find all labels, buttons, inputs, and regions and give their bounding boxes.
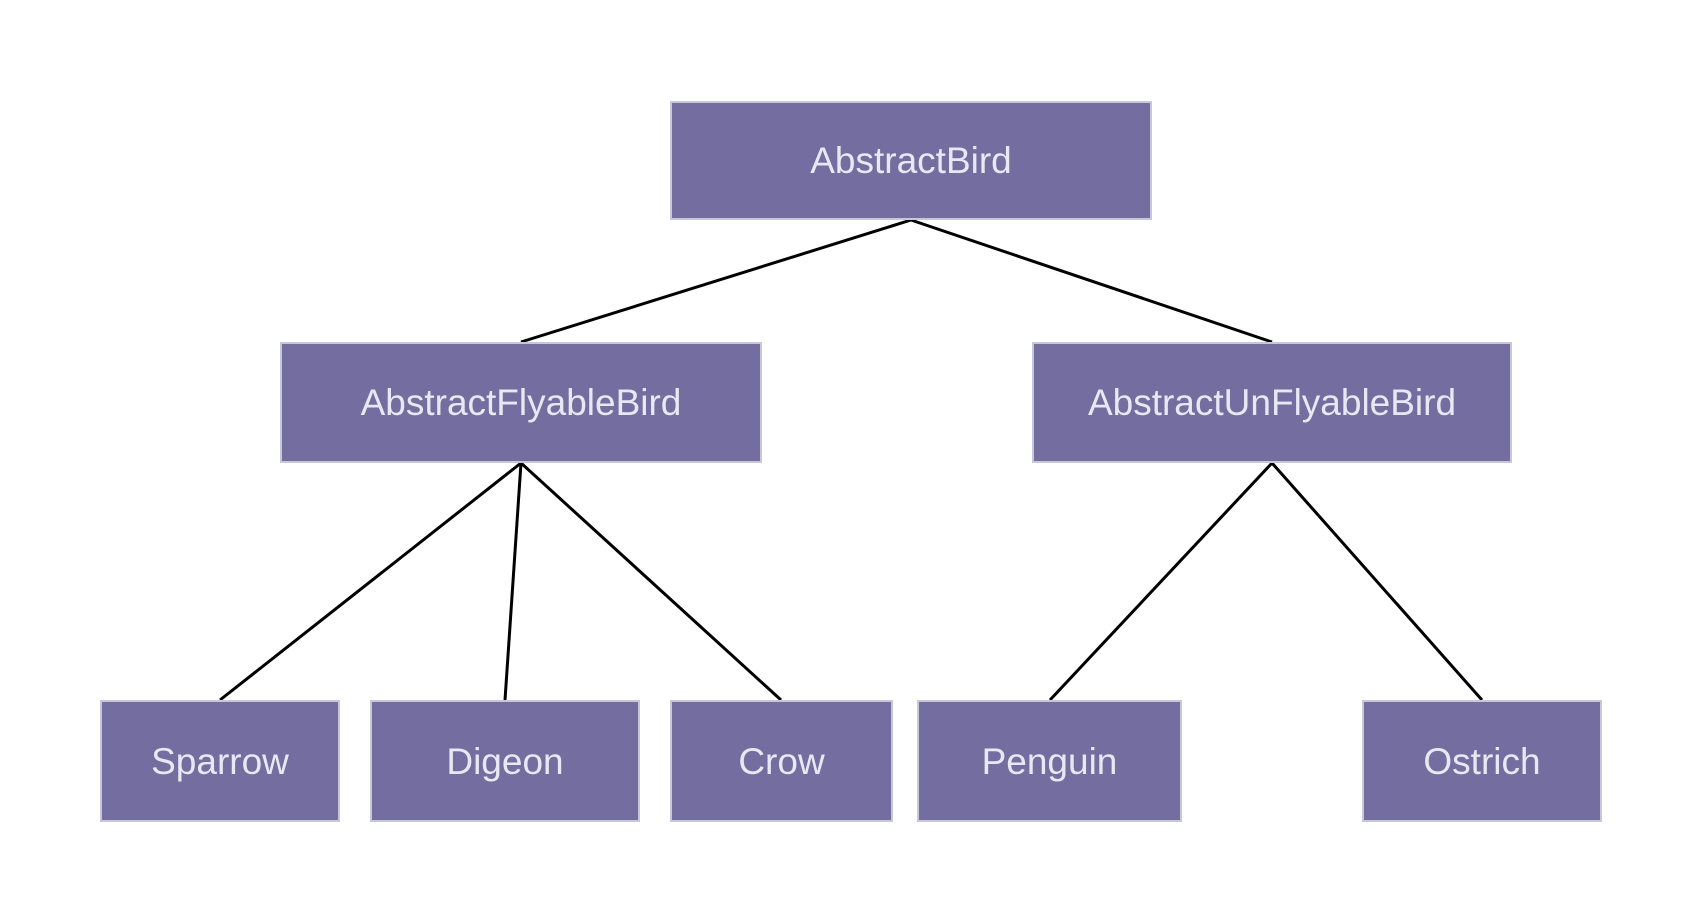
node-abstractbird: AbstractBird bbox=[670, 101, 1152, 220]
node-crow-label: Crow bbox=[738, 740, 825, 782]
edge-abstractflyablebird-digeon bbox=[503, 462, 523, 701]
node-crow: Crow bbox=[670, 700, 893, 822]
node-abstractunflyablebird: AbstractUnFlyableBird bbox=[1032, 342, 1512, 463]
node-penguin-label: Penguin bbox=[981, 740, 1118, 782]
node-sparrow-label: Sparrow bbox=[151, 740, 289, 782]
node-abstractflyablebird: AbstractFlyableBird bbox=[280, 342, 762, 463]
node-ostrich-label: Ostrich bbox=[1423, 740, 1541, 782]
node-ostrich: Ostrich bbox=[1362, 700, 1602, 822]
node-digeon: Digeon bbox=[370, 700, 640, 822]
edge-abstractunflyablebird-penguin bbox=[1048, 461, 1274, 702]
node-abstractunflyablebird-label: AbstractUnFlyableBird bbox=[1087, 382, 1457, 423]
edge-abstractflyablebird-crow bbox=[519, 461, 783, 702]
node-sparrow: Sparrow bbox=[100, 700, 340, 822]
node-digeon-label: Digeon bbox=[446, 740, 564, 782]
node-penguin: Penguin bbox=[917, 700, 1182, 822]
node-abstractbird-label: AbstractBird bbox=[810, 140, 1012, 181]
edge-abstractflyablebird-sparrow bbox=[219, 461, 522, 702]
node-abstractflyablebird-label: AbstractFlyableBird bbox=[360, 382, 682, 423]
edge-abstractbird-abstractunflyablebird bbox=[910, 218, 1273, 344]
edge-abstractunflyablebird-ostrich bbox=[1270, 462, 1484, 701]
edge-abstractbird-abstractflyablebird bbox=[520, 218, 912, 344]
